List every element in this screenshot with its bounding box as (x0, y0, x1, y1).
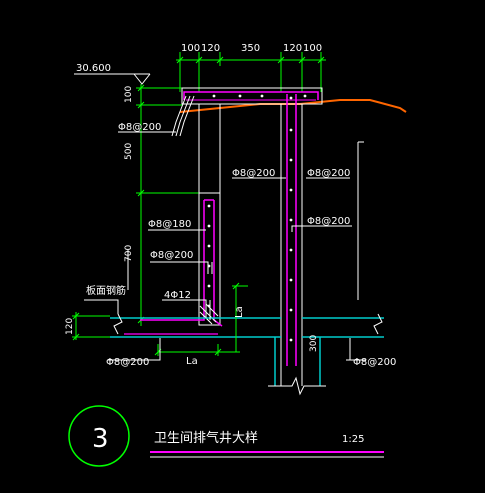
bottom-slab (110, 317, 384, 338)
top-left-flashing (171, 95, 195, 137)
rebar-label-200b: Φ8@200 (150, 250, 193, 261)
detail-number: 3 (92, 424, 109, 454)
detail-scale: 1:25 (342, 434, 364, 445)
base-break-mark (268, 376, 326, 396)
dim-top-2: 120 (201, 43, 220, 54)
rebar-label-mid-left: Φ8@200 (232, 168, 275, 179)
dim-slab-120: 120 (65, 318, 75, 335)
top-cap (181, 87, 323, 386)
top-cap-rebar (183, 91, 319, 100)
slab-rebar-note: 板面钢筋 (86, 284, 126, 297)
dim-base-300: 300 (309, 335, 319, 352)
dim-top-1: 100 (181, 43, 200, 54)
dim-left-100: 100 (124, 86, 134, 103)
left-wall-dots (207, 204, 211, 308)
anchor-la-vertical: La (234, 306, 245, 318)
top-dimension-chain (176, 52, 326, 92)
right-wall-rebar-dots (212, 94, 307, 342)
dim-top-4: 120 (283, 43, 302, 54)
dim-left-500: 500 (124, 143, 134, 160)
rebar-label-right-inner: Φ8@200 (307, 216, 350, 227)
detail-title: 卫生间排气井大样 (154, 430, 258, 446)
rebar-label-bottom-left: Φ8@200 (106, 357, 149, 368)
dim-top-5: 100 (303, 43, 322, 54)
dim-top-3: 350 (241, 43, 260, 54)
left-lower-wall (198, 192, 221, 326)
rebar-label-4phi12: 4Φ12 (164, 290, 191, 301)
corner-hatching (199, 303, 219, 325)
slab-thickness-dim (72, 312, 110, 341)
anchorage-dims (154, 282, 248, 356)
leader-lines (84, 131, 366, 361)
rebar-label-top-left: Φ8@200 (118, 122, 161, 133)
rebar-label-mid-right: Φ8@200 (307, 168, 350, 179)
right-wall-rebar (286, 94, 297, 366)
roof-line (179, 99, 407, 113)
dim-left-700: 700 (124, 245, 134, 262)
anchor-la-horizontal: La (186, 356, 198, 367)
rebar-label-180: Φ8@180 (148, 219, 191, 230)
elevation-marker (74, 73, 151, 85)
rebar-label-bottom-right: Φ8@200 (353, 357, 396, 368)
detail-number-circle (68, 405, 130, 467)
right-wall-base (274, 337, 321, 386)
slab-break-marks (113, 313, 383, 335)
elevation-label: 30.600 (76, 63, 111, 74)
